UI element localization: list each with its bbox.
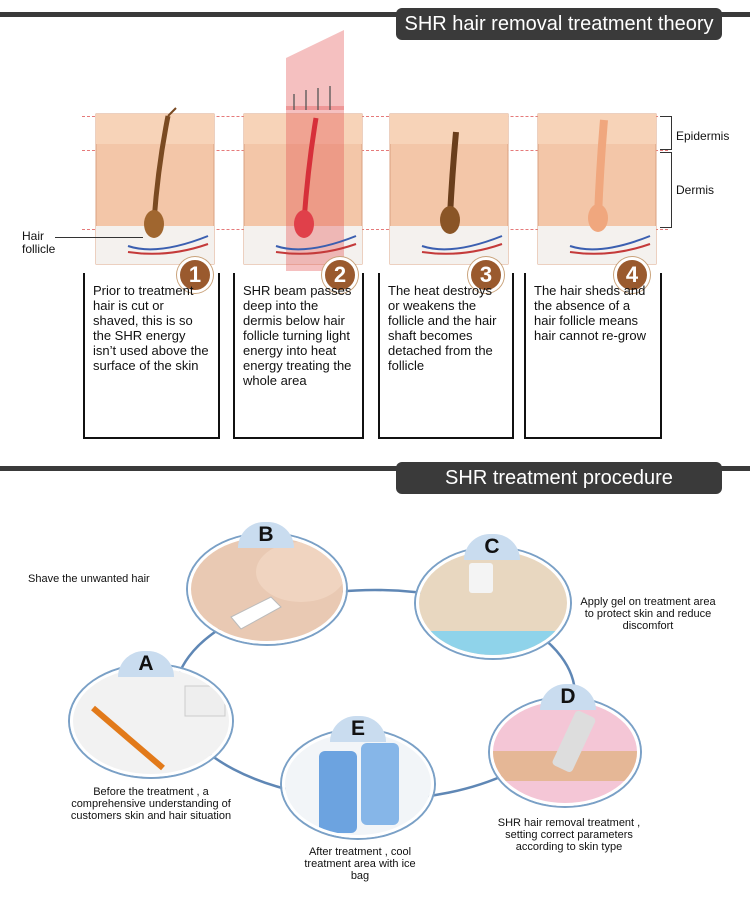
photo-gel <box>416 548 570 658</box>
skin-diagram-2 <box>236 106 376 271</box>
shr-beam-icon <box>286 30 344 110</box>
photo-ice-bag <box>282 730 434 838</box>
skin-diagram-3 <box>382 106 522 271</box>
step-badge-1: 1 <box>177 257 213 293</box>
photo-shr-treatment <box>490 698 640 806</box>
step-text-3: The heat destroys or weakens the follicl… <box>378 273 514 439</box>
step-text-1: Prior to treatment hair is cut or shaved… <box>83 273 220 439</box>
label-dermis: Dermis <box>676 183 714 197</box>
layer-line-epidermis <box>82 150 668 151</box>
dermis-bracket <box>660 152 672 228</box>
step-text-2: SHR beam passes deep into the dermis bel… <box>233 273 364 439</box>
section-title-procedure: SHR treatment procedure <box>396 462 722 494</box>
layer-line-top <box>82 116 668 117</box>
label-hair-follicle: Hair follicle <box>22 229 56 256</box>
caption-e: After treatment , cool treatment area wi… <box>304 846 416 882</box>
photo-shaving <box>188 534 346 644</box>
header-rule <box>0 12 750 17</box>
follicle-pointer <box>55 237 143 238</box>
step-letter-a: A <box>118 651 174 677</box>
epidermis-bracket <box>660 116 672 150</box>
skin-diagram-4 <box>530 106 670 271</box>
caption-c: Apply gel on treatment area to protect s… <box>580 596 716 632</box>
section-title-theory: SHR hair removal treatment theory <box>396 8 722 40</box>
step-badge-2: 2 <box>322 257 358 293</box>
caption-d: SHR hair removal treatment , setting cor… <box>497 817 641 853</box>
header-rule-2 <box>0 466 750 471</box>
skin-diagram-1 <box>88 106 228 271</box>
step-badge-3: 3 <box>468 257 504 293</box>
photo-consultation <box>70 665 232 777</box>
caption-a: Before the treatment , a comprehensive u… <box>70 786 232 822</box>
step-letter-e: E <box>330 716 386 742</box>
step-letter-b: B <box>238 522 294 548</box>
step-badge-4: 4 <box>614 257 650 293</box>
caption-b: Shave the unwanted hair <box>28 573 150 585</box>
step-letter-c: C <box>464 534 520 560</box>
step-text-4: The hair sheds and the absence of a hair… <box>524 273 662 439</box>
label-epidermis: Epidermis <box>676 129 730 143</box>
layer-line-dermis <box>82 229 668 230</box>
